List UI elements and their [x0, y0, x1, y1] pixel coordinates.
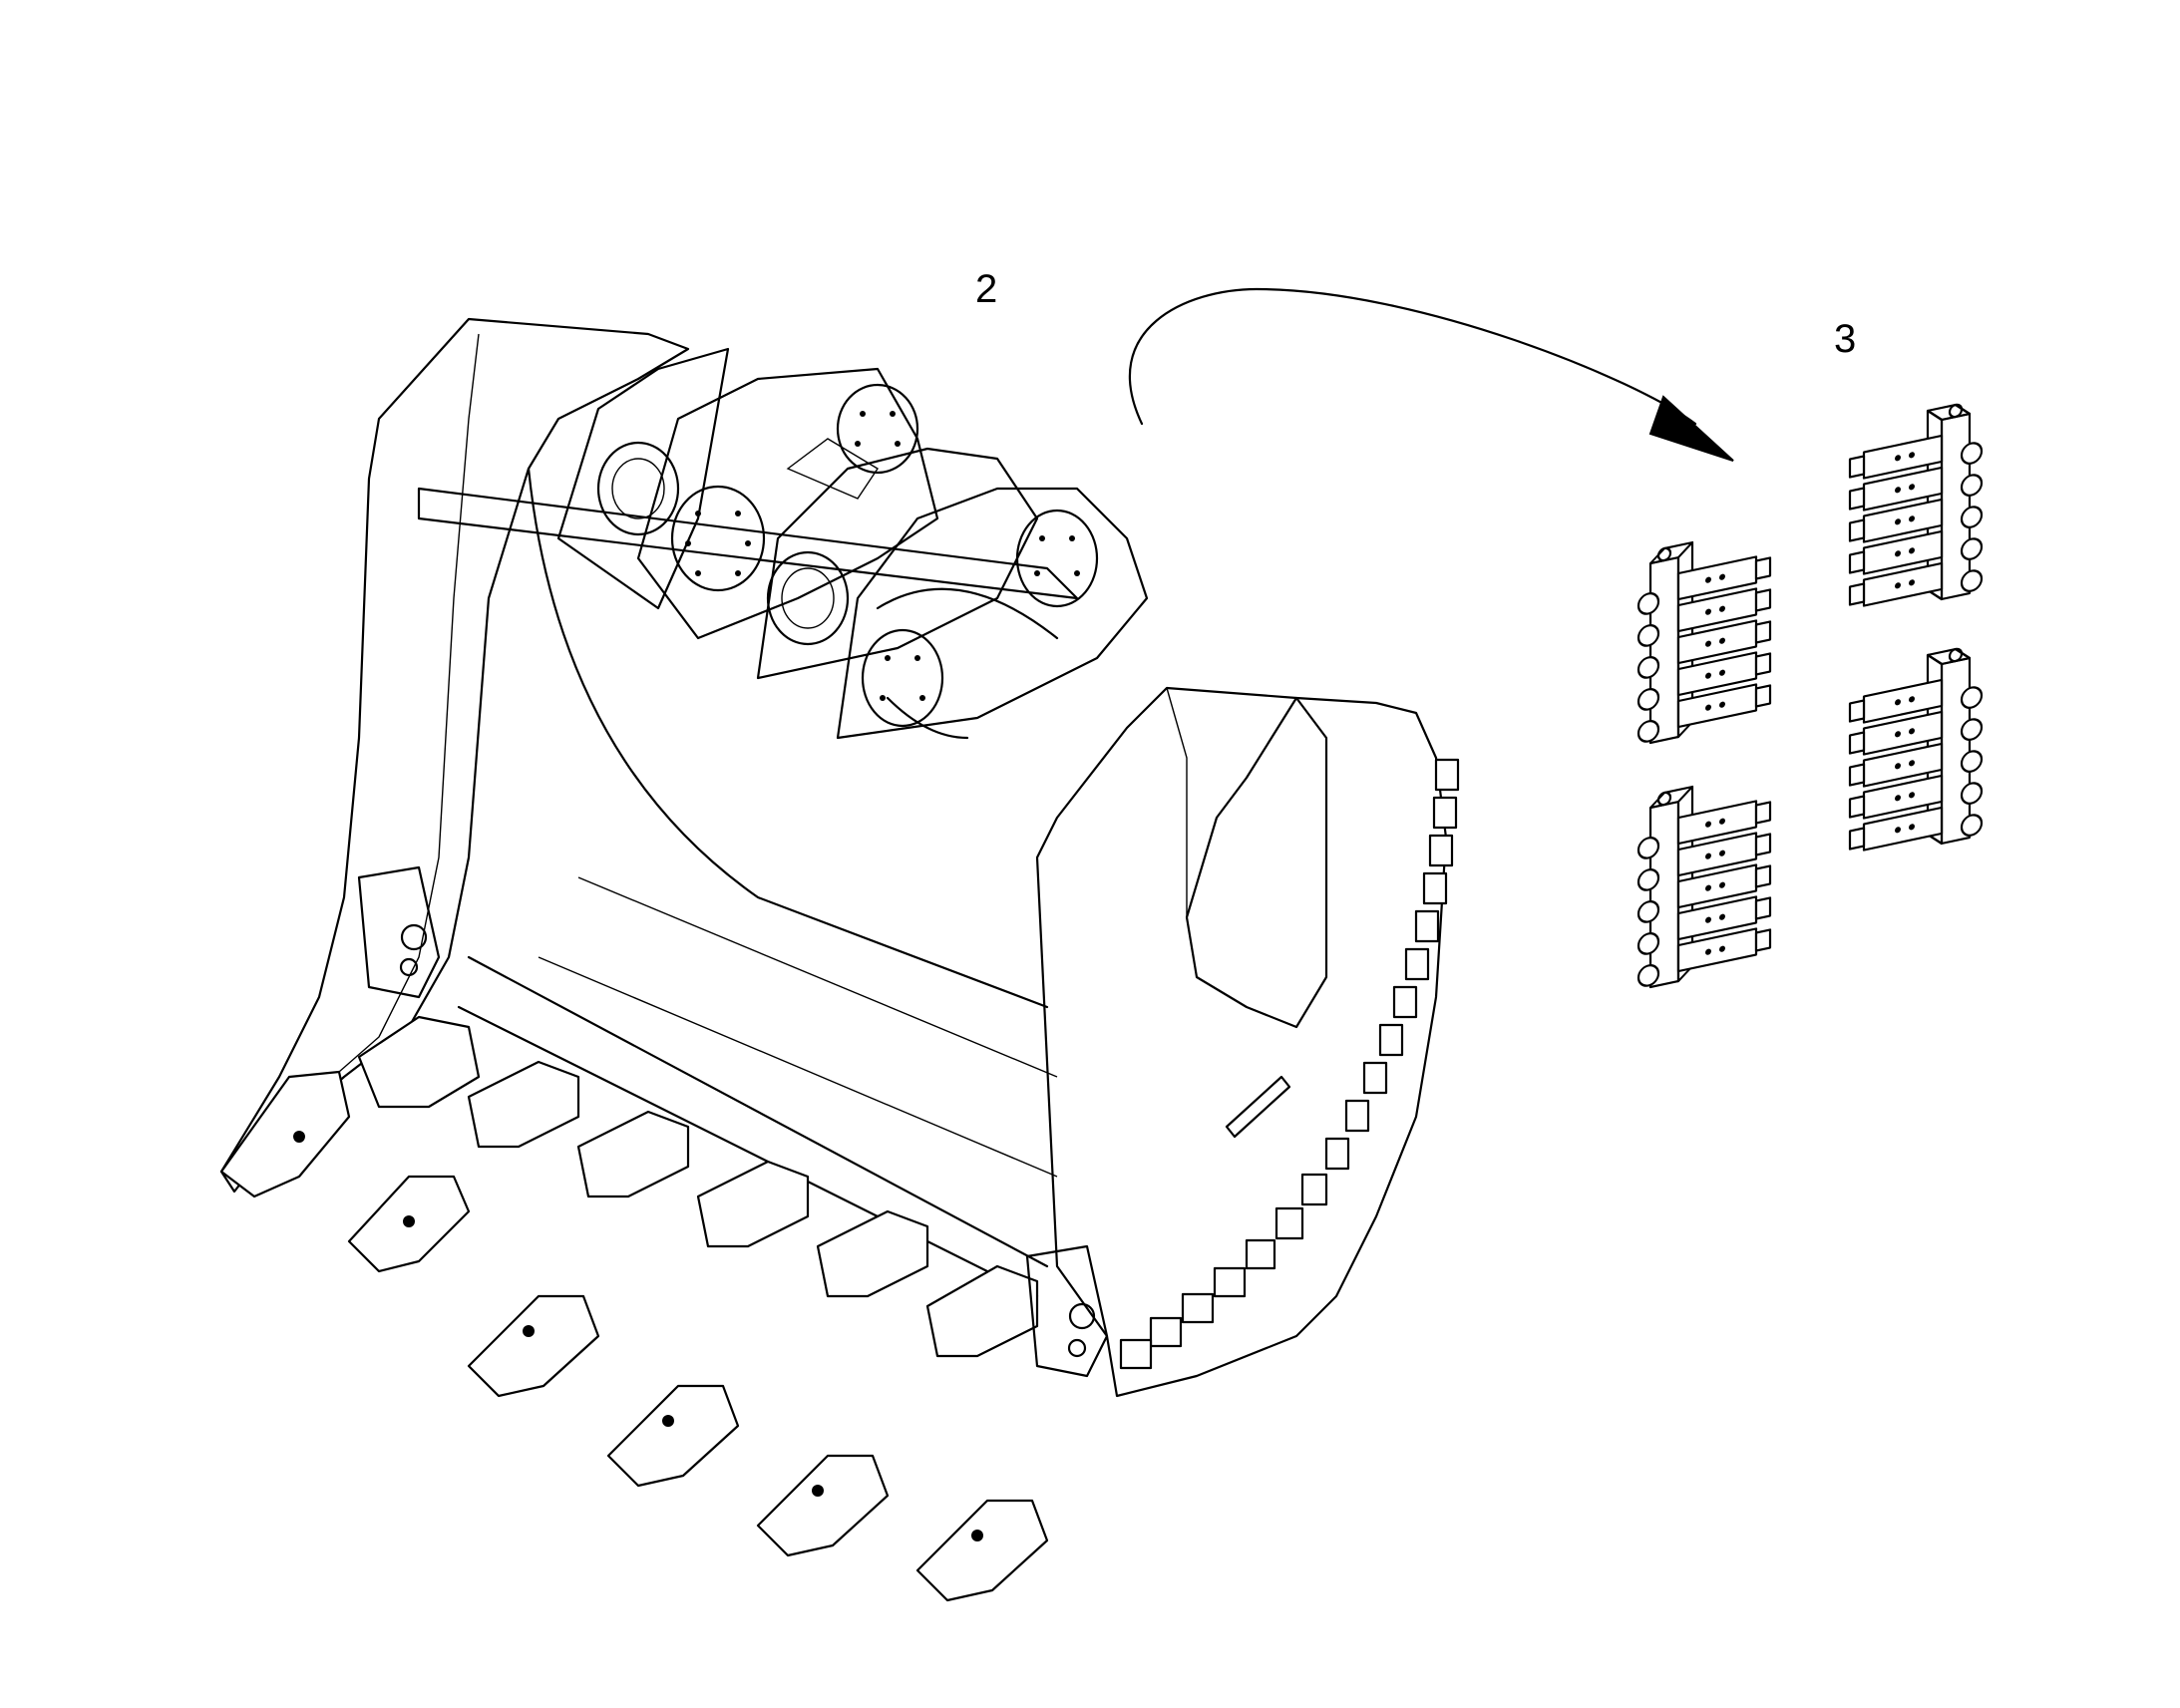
callout-lube-blocks-number: 3 [1834, 317, 1857, 361]
hinge-lugs [556, 347, 1149, 740]
lube-block-2 [1848, 398, 1984, 620]
bucket-teeth [219, 865, 1109, 1602]
excavator-bucket [219, 317, 1460, 1602]
lube-block-3 [1636, 769, 1772, 991]
lube-block-4 [1848, 642, 1984, 864]
lubrication-blocks [1636, 398, 1984, 991]
callout-bucket-number: 2 [975, 267, 998, 311]
lube-block-1 [1636, 524, 1772, 747]
side-wear-segments [1119, 758, 1460, 1370]
reference-arrow [1128, 287, 1734, 462]
